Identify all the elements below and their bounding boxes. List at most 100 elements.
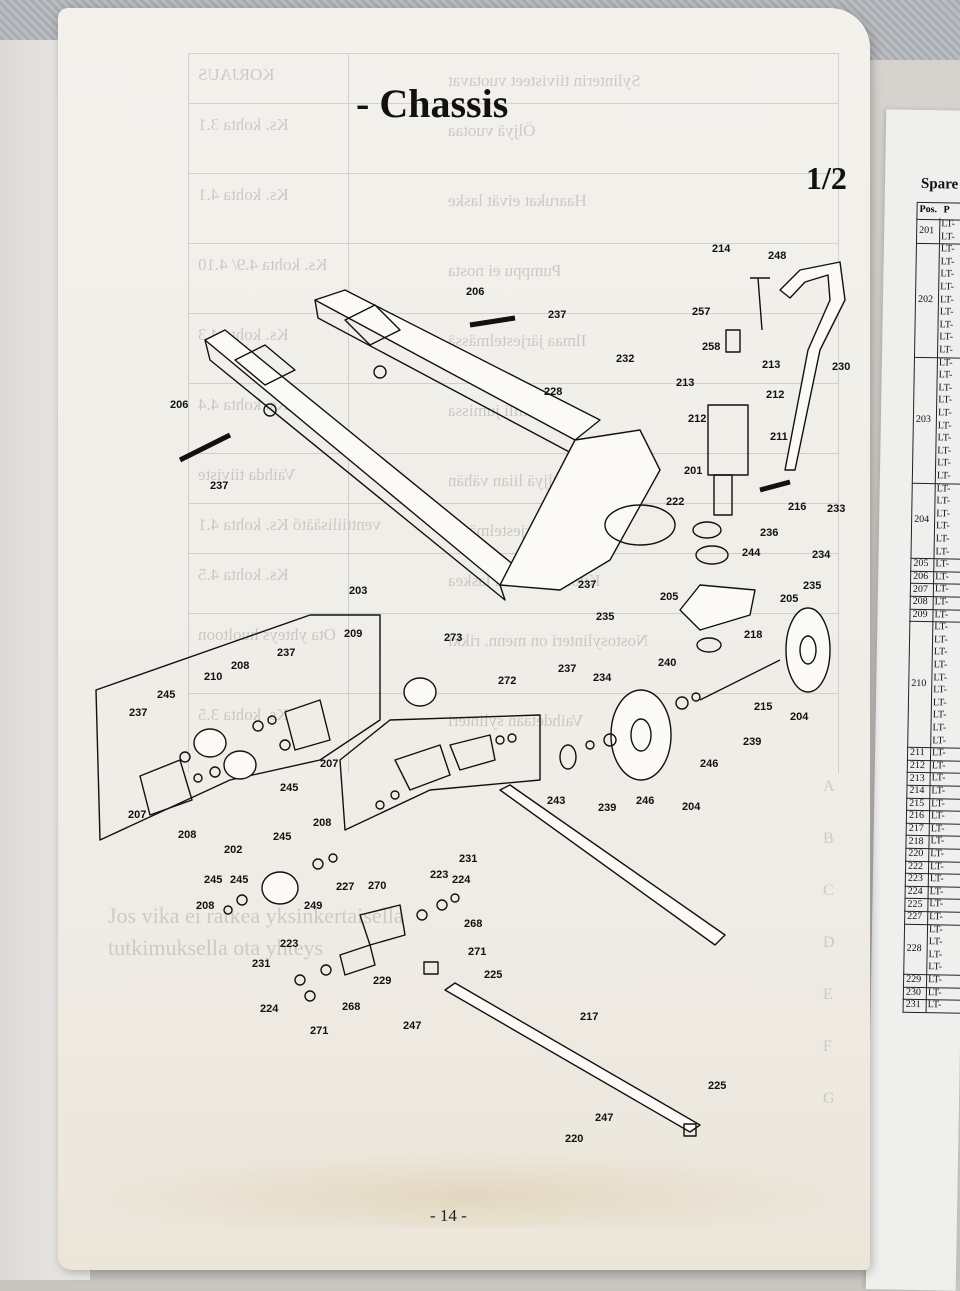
ring: [692, 521, 722, 539]
part-code: LT-: [930, 822, 945, 835]
part-callout: 231: [252, 958, 270, 970]
part-callout: 230: [832, 361, 850, 373]
part-callout: 218: [744, 629, 762, 641]
part-code: LT-: [940, 256, 955, 268]
part-code: LT-: [939, 331, 954, 343]
part-callout: 233: [827, 503, 845, 515]
chassis-pivot: [604, 504, 676, 546]
part-callout: 244: [742, 547, 761, 559]
part-code: LT-: [927, 999, 942, 1011]
ghost-grid-letter: G: [823, 1090, 835, 1107]
part-code: LT-: [936, 470, 951, 482]
part-callout: 271: [310, 1025, 328, 1037]
ghost-row-line: [188, 173, 838, 174]
part-callout: 245: [157, 689, 175, 701]
part-position: 229: [906, 974, 922, 986]
right-fork-side: [314, 299, 576, 456]
part-position: 215: [909, 797, 925, 809]
part-position: 202: [917, 293, 934, 306]
load-roller: [403, 677, 437, 707]
part-callout: 217: [580, 1011, 598, 1023]
part-code: LT-: [931, 797, 946, 810]
part-callout: 247: [595, 1112, 613, 1124]
part-code: LT-: [931, 785, 946, 797]
link-arm: [449, 734, 496, 771]
part-code: LT-: [939, 344, 953, 356]
part-callout: 207: [128, 809, 146, 821]
part-code: LT-: [940, 230, 955, 243]
ghost-grid-letter: A: [823, 778, 835, 795]
part-callout: 245: [280, 782, 298, 794]
pump-body: [707, 404, 749, 476]
part-callout: 235: [803, 580, 821, 592]
part-code: LT-: [929, 873, 944, 885]
part-code: LT-: [938, 394, 953, 406]
part-code: LT-: [937, 407, 952, 419]
part-code: LT-: [928, 961, 943, 973]
left-fork-side: [204, 339, 506, 601]
part-code: LT-: [940, 281, 955, 293]
part-code: LT-: [933, 684, 947, 696]
spare-parts-title: Spare P: [920, 175, 960, 193]
part-code: LT-: [938, 356, 953, 369]
part-code: LT-: [930, 810, 945, 822]
part-callout: 211: [770, 431, 788, 443]
part-code: LT-: [934, 621, 949, 633]
ghost-grid-letter: C: [823, 882, 834, 899]
part-callout: 225: [708, 1080, 726, 1092]
link-arm: [394, 744, 451, 791]
part-code: LT-: [927, 986, 942, 998]
load-roller: [223, 750, 257, 780]
part-position: 206: [913, 570, 929, 583]
header-part: P: [943, 204, 950, 216]
wheel-hub: [630, 718, 652, 752]
ghost-row-line: [188, 453, 838, 454]
part-callout: 237: [558, 663, 576, 675]
part-position: 205: [913, 558, 929, 570]
part-callout: 203: [349, 585, 367, 597]
part-callout: 212: [688, 413, 706, 425]
part-callout: 215: [754, 701, 772, 713]
part-callout: 210: [204, 671, 222, 683]
ghost-row-line: [188, 613, 838, 614]
pump-piston: [713, 474, 733, 516]
part-code: LT-: [934, 608, 949, 621]
part-position: 213: [909, 772, 925, 784]
ghost-bottom-text: Jos vika ei ratkea yksinkertaisella: [108, 903, 404, 928]
part-code: LT-: [929, 898, 944, 910]
part-position: 208: [912, 596, 928, 608]
side-plate: [139, 759, 193, 816]
load-roller: [261, 871, 299, 905]
part-callout: 268: [342, 1001, 360, 1013]
ring: [696, 637, 722, 653]
part-callout: 201: [684, 465, 702, 477]
header-pos: Pos.: [919, 203, 938, 216]
part-callout: 234: [812, 549, 831, 561]
part-position: 216: [908, 810, 925, 822]
part-callout: 245: [273, 831, 291, 843]
ghost-grid-letter: F: [823, 1038, 832, 1055]
part-code: LT-: [938, 382, 953, 394]
part-code: LT-: [928, 974, 942, 986]
part-code: LT-: [932, 722, 947, 734]
wheel-hub: [799, 635, 817, 665]
ghost-row-line: [188, 503, 838, 504]
link-arm: [359, 904, 406, 946]
part-callout: 207: [320, 758, 338, 770]
ghost-row-line: [188, 53, 838, 54]
part-code: LT-: [940, 268, 955, 280]
part-callout: 249: [304, 900, 322, 912]
part-callout: 206: [170, 399, 188, 411]
push-rod-upper: [499, 784, 726, 946]
part-position: 211: [909, 747, 925, 759]
link-arm: [339, 944, 376, 976]
part-code: LT-: [935, 545, 950, 558]
part-callout: 243: [547, 795, 565, 807]
part-position: 217: [908, 822, 924, 835]
steering-wheel-left: [610, 689, 672, 781]
pump-spring: [750, 277, 770, 331]
